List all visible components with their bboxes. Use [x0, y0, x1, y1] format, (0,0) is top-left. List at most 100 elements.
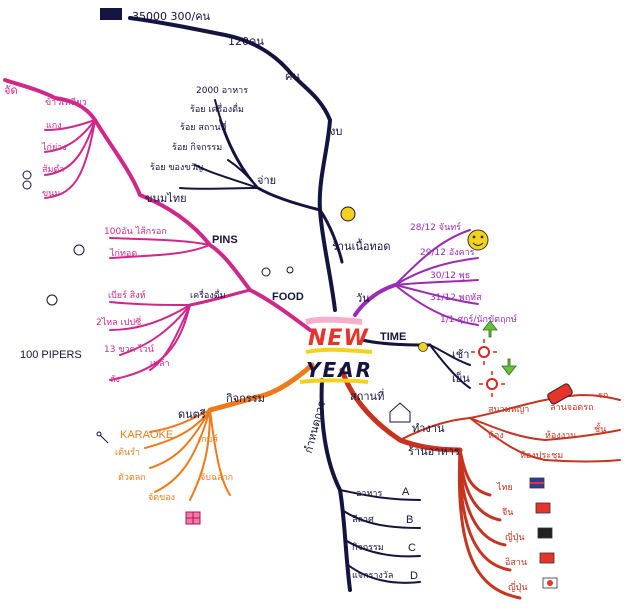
place-work-item: ห้อง: [488, 430, 504, 441]
program-items: อาหาร ลีลาศ กิจกรรม แจกรางวัล: [352, 489, 393, 581]
place-work-item: รถ: [598, 391, 608, 401]
time-date: 30/12 พุธ: [430, 271, 470, 281]
food-group-pins: PINS: [212, 234, 238, 246]
center-node: NEW YEAR: [299, 316, 373, 384]
activity-item: จับฉลาก: [200, 473, 233, 483]
program-item: กิจกรรม: [352, 542, 384, 553]
flag-icons: [529, 477, 558, 589]
program-item: ลีลาศ: [352, 514, 374, 525]
place-restaurant: จีน: [502, 507, 513, 518]
car-icon: [547, 383, 573, 405]
place-restaurants: ไทย จีน ญี่ปุ่น อิสาน ญี่ปุ่น: [496, 482, 528, 593]
time-evening: เย็น: [452, 371, 470, 385]
food-branch: [3, 78, 312, 381]
budget-item: ร้อย สถานที่: [180, 120, 227, 133]
place-group-a: ทำงาน: [412, 422, 445, 435]
arrow-icon: [482, 320, 517, 376]
time-date: 29/12 อังคาร: [420, 248, 475, 258]
activity-group: ดนตรี: [178, 408, 206, 421]
food-pin-item: ไก่ทอด: [109, 248, 137, 259]
center-title-line2: YEAR: [306, 358, 373, 382]
budget-item: ร้อย เครื่องดื่ม: [190, 102, 244, 115]
program-branch: [319, 378, 421, 592]
time-date: 31/12 พฤหัส: [430, 293, 482, 303]
place-group-b: ร้านอาหาร: [408, 445, 460, 458]
budget-item: 2000 อาหาร: [196, 86, 248, 96]
food-drink: 13 ขวด ไวน์: [104, 343, 154, 355]
time-morning: เช้า: [452, 348, 469, 361]
activity-item: เกมส์: [198, 433, 218, 445]
place-work-item: ลานจอดรถ: [550, 403, 594, 413]
food-drink: 2ไหล เปปซี่: [96, 315, 141, 328]
activity-items: KARAOKE เต้นรำ เกมส์ จับฉลาก ตัวตลก จัดข…: [115, 429, 233, 503]
food-drink: ลัง: [110, 375, 120, 385]
budget-items: 2000 อาหาร ร้อย เครื่องดื่ม ร้อย สถานที่…: [150, 86, 248, 173]
food-snack: ไก่ย่าง: [41, 142, 67, 153]
activity-item: ตัวตลก: [118, 473, 146, 483]
food-drinks: เบียร์ สิงห์ 2ไหล เปปซี่ 13 ขวด ไวน์ เหล…: [96, 289, 170, 385]
budget-item-group: จ่าย: [257, 174, 276, 187]
food-snack: ขนม: [42, 189, 60, 199]
place-work-item: ชั้น: [594, 422, 606, 435]
place-work-item: ห้องงาน: [545, 430, 576, 441]
time-branch: [353, 229, 479, 326]
center-title-line1: NEW: [308, 326, 369, 351]
activity-item: เต้นรำ: [115, 447, 140, 458]
food-label: FOOD: [272, 291, 304, 303]
place-label: สถานที่: [350, 388, 384, 403]
program-code: B: [406, 514, 413, 526]
place-work-item: ห้องประชุม: [520, 450, 563, 461]
place-restaurant: ไทย: [496, 482, 513, 493]
clock-icon: [418, 342, 428, 352]
time-date: 1/1 ศุกร์/นักขัตฤกษ์: [440, 313, 517, 325]
food-snacks: ข้าวเหนียว แกง ไก่ย่าง ส้มตำ ขนม: [41, 97, 87, 199]
place-work-item: สนามหญ้า: [488, 404, 529, 415]
place-restaurant: ญี่ปุ่น: [505, 530, 525, 543]
place-restaurant: ญี่ปุ่น: [508, 580, 528, 593]
time-label: TIME: [380, 331, 406, 343]
food-snack: ส้มตำ: [42, 164, 64, 175]
activity-item: KARAOKE: [120, 429, 173, 441]
budget-item: ร้อย กิจกรรม: [172, 142, 222, 153]
food-drink: เบียร์ สิงห์: [108, 289, 146, 301]
budget-amount: 35000 300/คน: [132, 10, 211, 23]
food-brand: 100 PIPERS: [20, 349, 82, 361]
activity-label: กิจกรรม: [226, 392, 265, 405]
food-group-drinks: เครื่องดื่ม: [190, 288, 226, 301]
activity-item: จัดของ: [148, 493, 175, 503]
house-icon: [389, 402, 411, 423]
budget-label: งบ: [330, 125, 342, 138]
program-item: แจกรางวัล: [352, 571, 393, 581]
food-group-snacks: ขนมไทย: [145, 192, 187, 205]
budget-people: 120คน: [228, 35, 264, 48]
program-code: A: [402, 486, 410, 498]
microphone-icon: [96, 431, 109, 444]
time-group: วัน: [356, 292, 370, 305]
venue-label: ร้านเนื้อทอด: [332, 238, 391, 253]
money-icon: [100, 8, 356, 222]
food-drink: เหล้า: [150, 358, 170, 369]
food-snack: ข้าวเหนียว: [45, 97, 87, 108]
place-work-items: สนามหญ้า ห้อง ห้องงาน ลานจอดรถ ห้องประชุ…: [488, 391, 608, 461]
food-snack: แกง: [46, 121, 62, 131]
program-codes: A B C D: [402, 486, 418, 582]
food-top: จัด: [4, 84, 18, 97]
place-restaurant: อิสาน: [505, 557, 527, 568]
sun-icon: [471, 339, 505, 397]
program-code: D: [410, 570, 418, 582]
food-pin-items: 100อัน ไส้กรอก ไก่ทอด: [104, 226, 167, 259]
food-pin-item: 100อัน ไส้กรอก: [104, 226, 167, 237]
budget-branch: [128, 16, 344, 312]
activity-branch: [144, 362, 315, 501]
food-icons: [22, 170, 294, 306]
time-dates: 28/12 จันทร์ 29/12 อังคาร 30/12 พุธ 31/1…: [410, 221, 517, 325]
gift-icon: [185, 511, 201, 525]
budget-sublabel: คน: [285, 70, 300, 83]
smiley-icon: [467, 229, 489, 251]
place-branch: [339, 367, 621, 600]
budget-item: ร้อย ของขวัญ: [150, 162, 204, 173]
time-date: 28/12 จันทร์: [410, 221, 461, 233]
program-code: C: [408, 542, 416, 554]
program-item: อาหาร: [356, 489, 382, 499]
